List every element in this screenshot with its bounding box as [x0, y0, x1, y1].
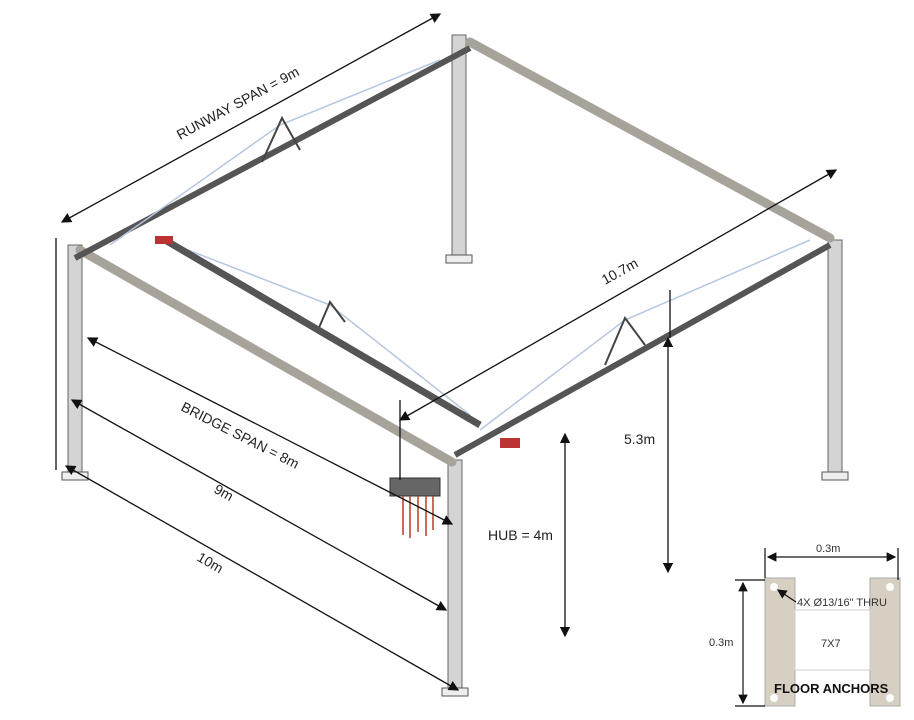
- floor-anchors-title: FLOOR ANCHORS: [774, 681, 889, 696]
- hoist: [389, 477, 441, 538]
- anchor-height-label: 0.3m: [709, 637, 733, 649]
- end-truck-right: [500, 438, 520, 448]
- overall-height-label: 5.3m: [624, 431, 655, 447]
- anchor-width-label: 0.3m: [816, 543, 840, 555]
- column-left: [67, 244, 83, 478]
- floor-anchor-inset: 0.3m 0.3m 4X Ø13/16" THRU 7X7 FLOOR ANCH…: [709, 543, 901, 707]
- column-right: [827, 239, 843, 479]
- bridge-beam: [163, 236, 482, 429]
- hub-height-label: HUB = 4m: [488, 527, 553, 543]
- column-spacing-label: 9m: [212, 481, 237, 504]
- overall-length-label: 10m: [195, 549, 227, 576]
- runway-span-label: RUNWAY SPAN = 9m: [174, 63, 302, 142]
- anchor-holes-label: 4X Ø13/16" THRU: [797, 597, 887, 609]
- column-front: [447, 459, 463, 696]
- runway-right: [453, 242, 832, 458]
- dimension-lines: [55, 13, 838, 691]
- anchor-plate-label: 7X7: [821, 638, 841, 650]
- bridge-span-label: BRIDGE SPAN = 8m: [179, 398, 302, 471]
- diagonal-label: 10.7m: [599, 255, 641, 288]
- end-truck-left: [155, 236, 173, 244]
- column-back: [451, 34, 467, 261]
